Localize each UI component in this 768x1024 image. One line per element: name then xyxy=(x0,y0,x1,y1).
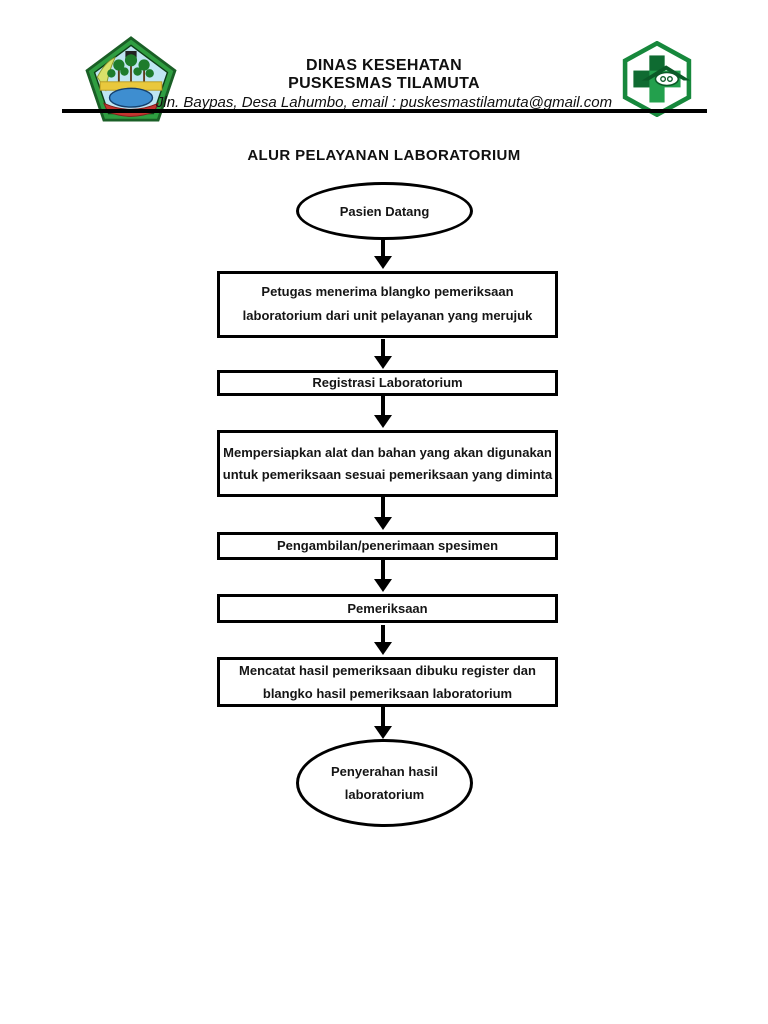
step-4-label: Pengambilan/penerimaan spesimen xyxy=(276,538,499,553)
flowchart-step-1: Petugas menerima blangko pemeriksaan lab… xyxy=(217,271,558,338)
flow-arrow xyxy=(374,625,392,655)
facility-name: PUSKESMAS TILAMUTA xyxy=(288,75,480,92)
flowchart-step-6: Mencatat hasil pemeriksaan dibuku regist… xyxy=(217,657,558,707)
letterhead-divider xyxy=(62,109,707,113)
step-1-label: Petugas menerima blangko pemeriksaan lab… xyxy=(242,284,533,323)
puskesmas-logo-icon xyxy=(622,41,692,117)
flowchart-step-2: Registrasi Laboratorium xyxy=(217,370,558,396)
step-6-label: Mencatat hasil pemeriksaan dibuku regist… xyxy=(239,663,536,701)
agency-name: DINAS KESEHATAN xyxy=(306,57,462,74)
flow-arrow xyxy=(374,560,392,592)
flow-arrow xyxy=(374,497,392,530)
letterhead: DINAS KESEHATAN PUSKESMAS TILAMUTA Jln. … xyxy=(0,57,768,111)
step-2-label: Registrasi Laboratorium xyxy=(312,375,463,390)
address-line: Jln. Baypas, Desa Lahumbo, email : puske… xyxy=(155,94,613,111)
flowchart-step-5: Pemeriksaan xyxy=(217,594,558,623)
flow-arrow xyxy=(374,238,392,269)
step-5-label: Pemeriksaan xyxy=(347,600,428,616)
regency-seal-icon xyxy=(85,36,177,122)
page-title: ALUR PELAYANAN LABORATORIUM xyxy=(247,147,521,164)
flow-arrow xyxy=(374,707,392,739)
end-label: Penyerahan hasil laboratorium xyxy=(331,764,438,802)
flowchart-end-node: Penyerahan hasil laboratorium xyxy=(296,739,473,827)
flowchart-step-4: Pengambilan/penerimaan spesimen xyxy=(217,532,558,560)
step-3-label: Mempersiapkan alat dan bahan yang akan d… xyxy=(222,445,553,482)
flow-arrow xyxy=(374,339,392,369)
flow-arrow xyxy=(374,396,392,428)
start-label: Pasien Datang xyxy=(339,203,430,219)
flowchart-step-3: Mempersiapkan alat dan bahan yang akan d… xyxy=(217,430,558,497)
flowchart-start-node: Pasien Datang xyxy=(296,182,473,240)
